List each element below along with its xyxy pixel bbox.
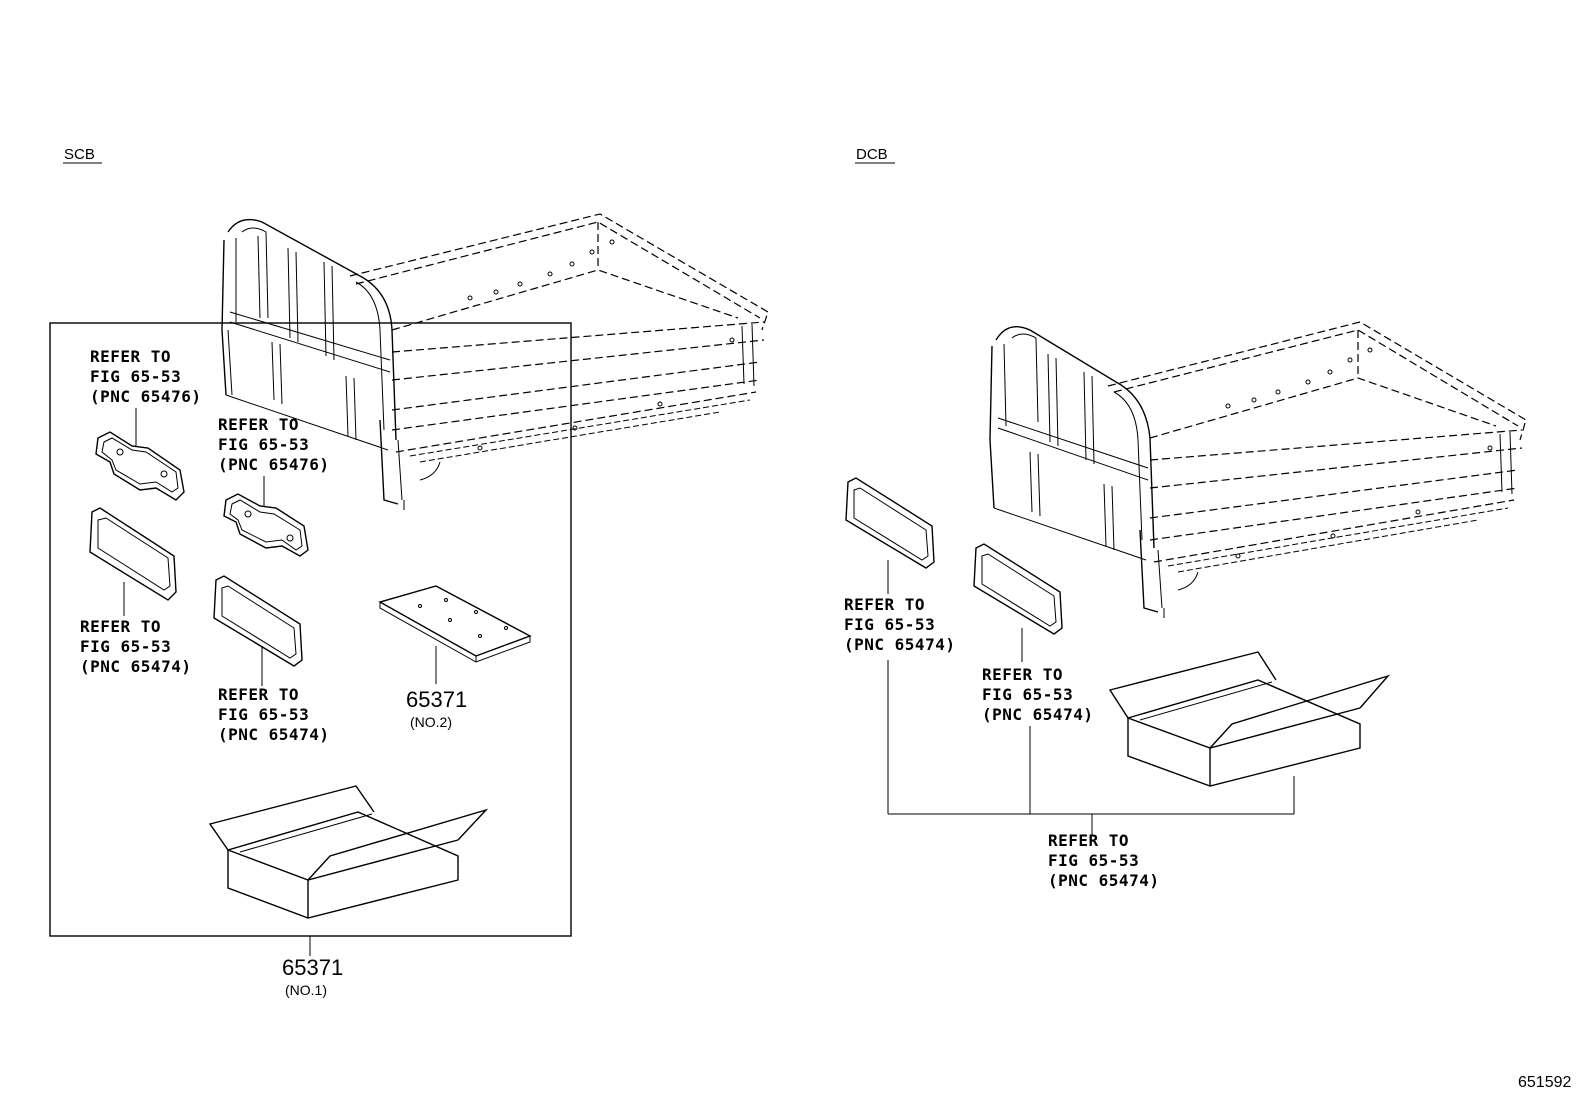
dcb-truck-bed-illustration: [989, 321, 1527, 618]
box-dcb: [1108, 651, 1391, 787]
svg-text:REFER TO: REFER TO: [218, 685, 299, 704]
section-label-scb: SCB: [63, 146, 102, 164]
svg-text:(PNC 65474): (PNC 65474): [1048, 871, 1159, 890]
svg-text:REFER TO: REFER TO: [80, 617, 161, 636]
gasket-65476-mid: [223, 493, 309, 557]
svg-text:(PNC 65474): (PNC 65474): [982, 705, 1093, 724]
svg-text:SCB: SCB: [64, 146, 95, 163]
svg-text:REFER TO: REFER TO: [1048, 831, 1129, 850]
ref-dcb-bottom: REFER TO FIG 65-53 (PNC 65474): [1048, 831, 1159, 890]
ref-scb-low-left: REFER TO FIG 65-53 (PNC 65474): [80, 617, 191, 676]
scb-leader-lines: [123, 408, 437, 956]
part-number-plate: 65371 (NO.2): [406, 687, 467, 730]
ref-dcb-mid: REFER TO FIG 65-53 (PNC 65474): [982, 665, 1093, 724]
section-label-dcb: DCB: [855, 146, 895, 164]
gasket-65474-mid: [213, 575, 303, 667]
svg-text:FIG 65-53: FIG 65-53: [218, 435, 309, 454]
svg-text:(PNC 65474): (PNC 65474): [844, 635, 955, 654]
ref-scb-low-mid: REFER TO FIG 65-53 (PNC 65474): [218, 685, 329, 744]
ref-dcb-left: REFER TO FIG 65-53 (PNC 65474): [844, 595, 955, 654]
svg-text:(NO.2): (NO.2): [410, 714, 452, 730]
ref-scb-top-left: REFER TO FIG 65-53 (PNC 65476): [90, 347, 201, 406]
svg-text:(PNC 65474): (PNC 65474): [80, 657, 191, 676]
svg-text:FIG 65-53: FIG 65-53: [1048, 851, 1139, 870]
gasket-65474-dcb-left: [845, 477, 935, 569]
ref-scb-top-mid: REFER TO FIG 65-53 (PNC 65476): [218, 415, 329, 474]
svg-text:FIG 65-53: FIG 65-53: [218, 705, 309, 724]
gasket-65474-left: [89, 507, 177, 601]
svg-text:(PNC 65476): (PNC 65476): [218, 455, 329, 474]
svg-text:65371: 65371: [406, 687, 467, 712]
svg-text:FIG 65-53: FIG 65-53: [80, 637, 171, 656]
svg-text:FIG 65-53: FIG 65-53: [844, 615, 935, 634]
svg-text:DCB: DCB: [856, 146, 888, 163]
dcb-leader-lines: [887, 560, 1295, 836]
svg-text:(PNC 65474): (PNC 65474): [218, 725, 329, 744]
svg-text:REFER TO: REFER TO: [90, 347, 171, 366]
svg-text:(NO.1): (NO.1): [285, 982, 327, 998]
svg-text:FIG 65-53: FIG 65-53: [90, 367, 181, 386]
svg-text:REFER TO: REFER TO: [218, 415, 299, 434]
gasket-65476-left: [95, 431, 185, 501]
plate-65371-no2: [378, 585, 532, 663]
svg-text:REFER TO: REFER TO: [982, 665, 1063, 684]
part-number-box: 65371 (NO.1): [282, 955, 343, 998]
figure-number: 651592: [1518, 1074, 1571, 1091]
svg-text:FIG 65-53: FIG 65-53: [982, 685, 1073, 704]
scb-truck-bed-illustration: [221, 213, 769, 510]
box-65371-no1: [208, 785, 489, 919]
svg-text:65371: 65371: [282, 955, 343, 980]
svg-text:REFER TO: REFER TO: [844, 595, 925, 614]
svg-text:(PNC 65476): (PNC 65476): [90, 387, 201, 406]
gasket-65474-dcb-mid: [973, 543, 1063, 635]
